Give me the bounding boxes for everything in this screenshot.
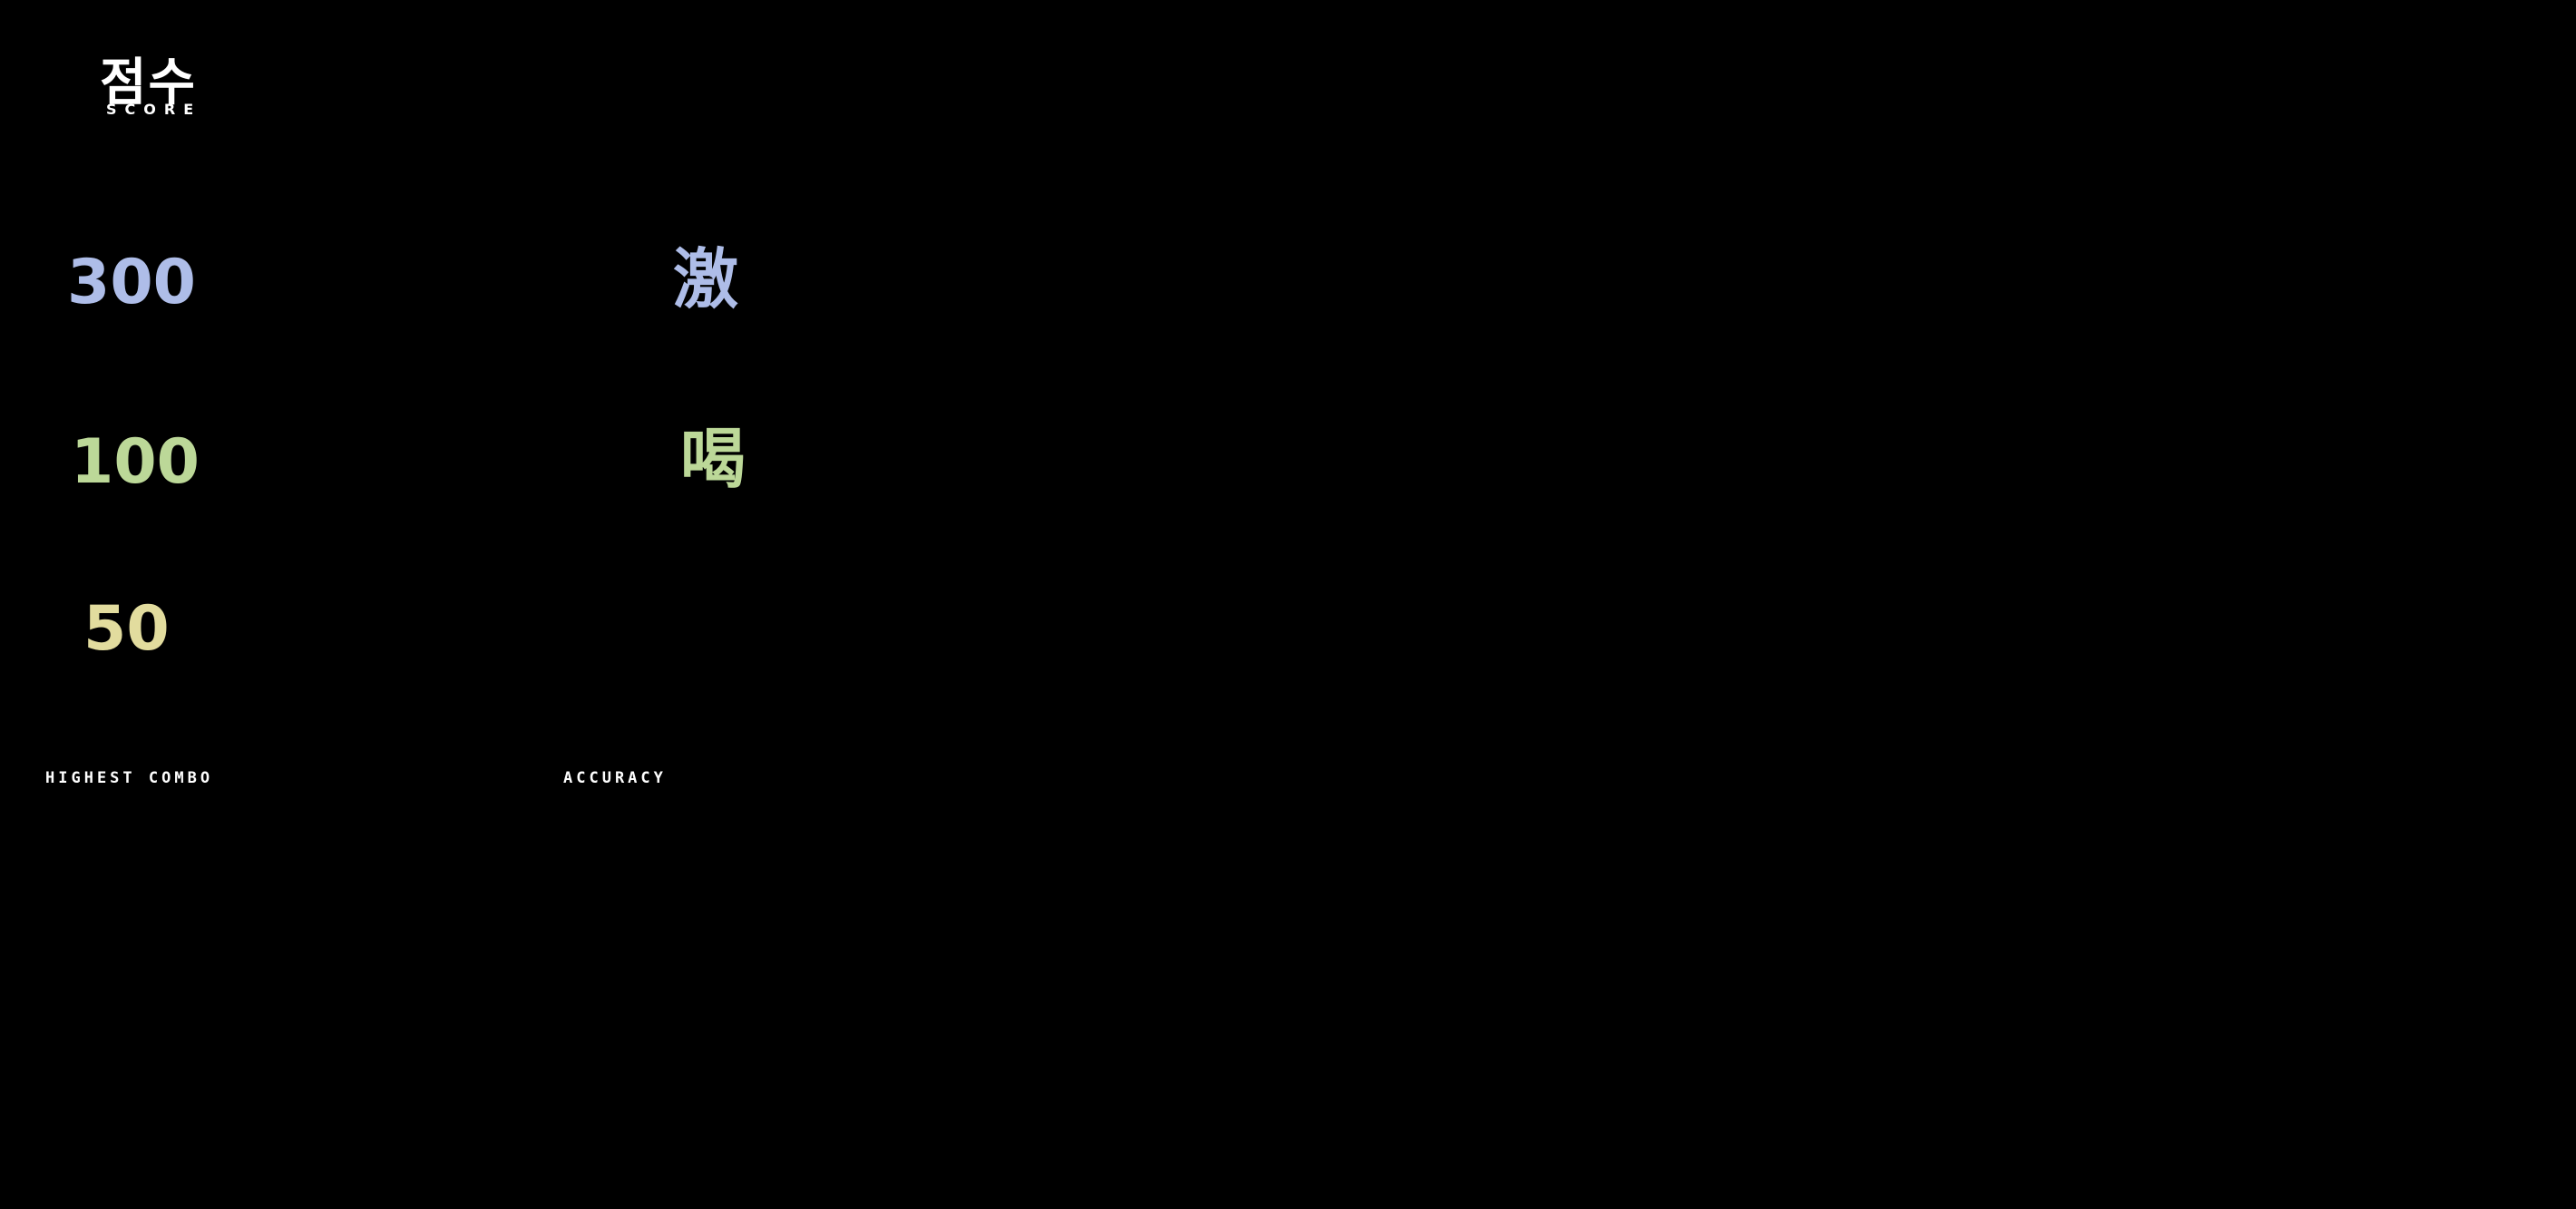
score-title: 점수 [100,54,198,112]
hit-katu-label: 喝 [680,421,746,497]
hit-50-label: 50 [83,593,170,665]
hit-100-label: 100 [71,426,200,498]
highest-combo-label: HIGHEST COMBO [45,769,214,787]
accuracy-label: ACCURACY [563,769,667,787]
hit-300-label: 300 [67,247,196,318]
hit-geki-label: 激 [673,241,739,317]
score-subtitle: SCORE [106,101,202,118]
